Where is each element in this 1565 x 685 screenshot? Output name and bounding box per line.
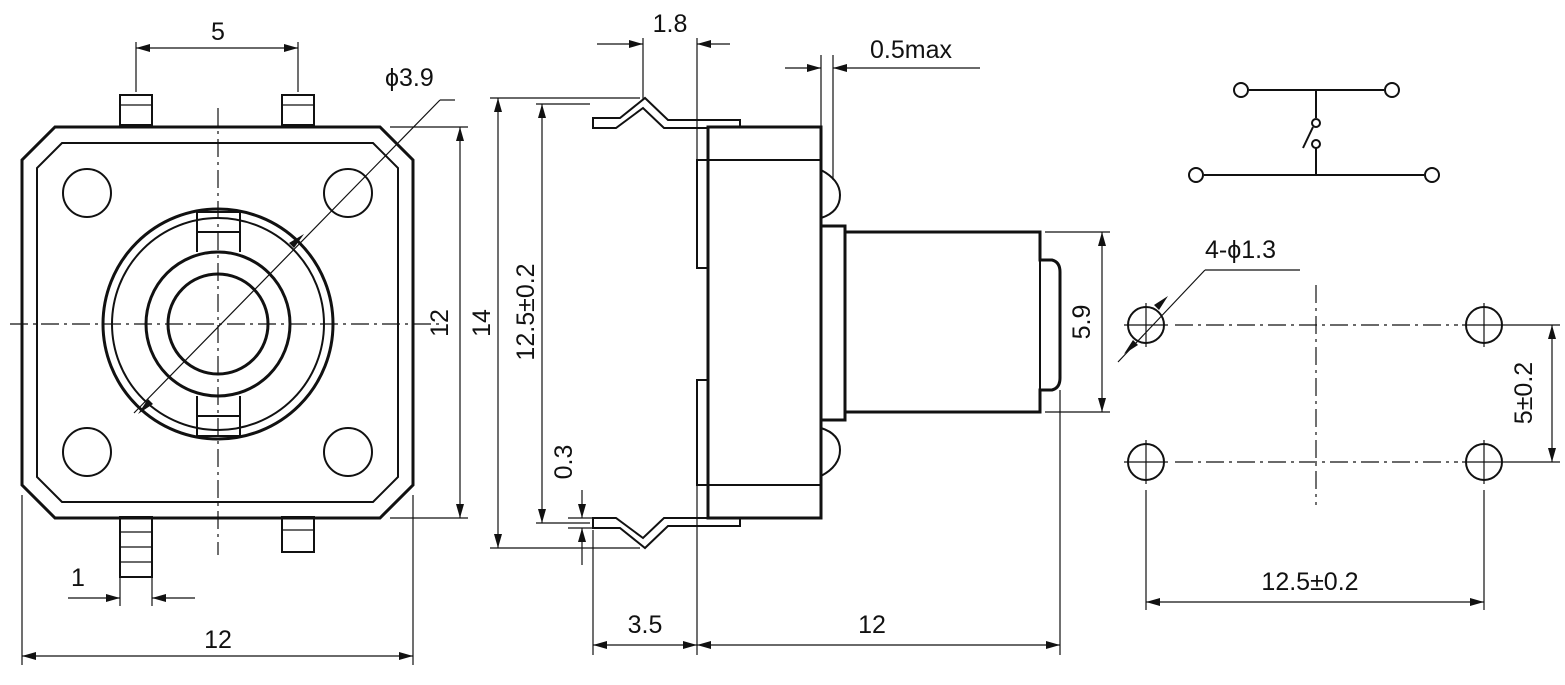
switch-schematic: [1188, 82, 1440, 183]
pin-top-left: [119, 94, 153, 126]
dim-horizontal-pitch: 12.5±0.2: [1261, 568, 1358, 596]
dim-body-height: 12: [426, 309, 454, 337]
dim-pin-pitch: 5: [211, 18, 225, 46]
dim-pin-thick: 0.3: [550, 445, 578, 480]
side-view: 1.8 0.5max 14 12.5±0.2 0.3: [468, 10, 1110, 655]
pin-bottom-right: [281, 516, 315, 553]
terminal-2: [1384, 82, 1400, 98]
corner-post-bl: [62, 427, 112, 477]
dim-max: 0.5max: [870, 36, 952, 64]
side-lead-top: [592, 96, 741, 129]
terminal-1: [1233, 82, 1249, 98]
dim-pin-offset: 1.8: [653, 10, 688, 38]
side-actuator-base: [819, 224, 847, 422]
dim-actuator: 5.9: [1068, 305, 1096, 340]
top-view: 5 ϕ3.9 12 12 1: [10, 18, 468, 665]
body-outline: [20, 125, 415, 520]
dim-overall: 14: [468, 309, 496, 337]
pin-top-right: [281, 94, 315, 126]
dim-lead: 3.5: [628, 611, 663, 639]
corner-post-tr: [323, 168, 373, 218]
dim-button-dia: ϕ3.9: [385, 64, 434, 92]
pcb-layout: 4-ϕ1.3 5±0.2 12.5±0.2: [1117, 236, 1560, 610]
dim-body-width: 12: [204, 626, 232, 654]
side-body: [706, 125, 823, 520]
terminal-4: [1424, 167, 1440, 183]
dim-vertical-pitch: 5±0.2: [1510, 362, 1538, 424]
side-actuator: [845, 230, 1062, 414]
body-inner: [36, 142, 399, 503]
dim-body-length: 12: [858, 611, 886, 639]
corner-post-br: [323, 427, 373, 477]
terminal-3: [1188, 167, 1204, 183]
side-lead-bottom: [592, 517, 741, 550]
dim-pin-span: 12.5±0.2: [512, 263, 540, 360]
dim-holes: 4-ϕ1.3: [1205, 236, 1276, 264]
dim-pin-width: 1: [71, 564, 85, 592]
corner-post-tl: [62, 168, 112, 218]
